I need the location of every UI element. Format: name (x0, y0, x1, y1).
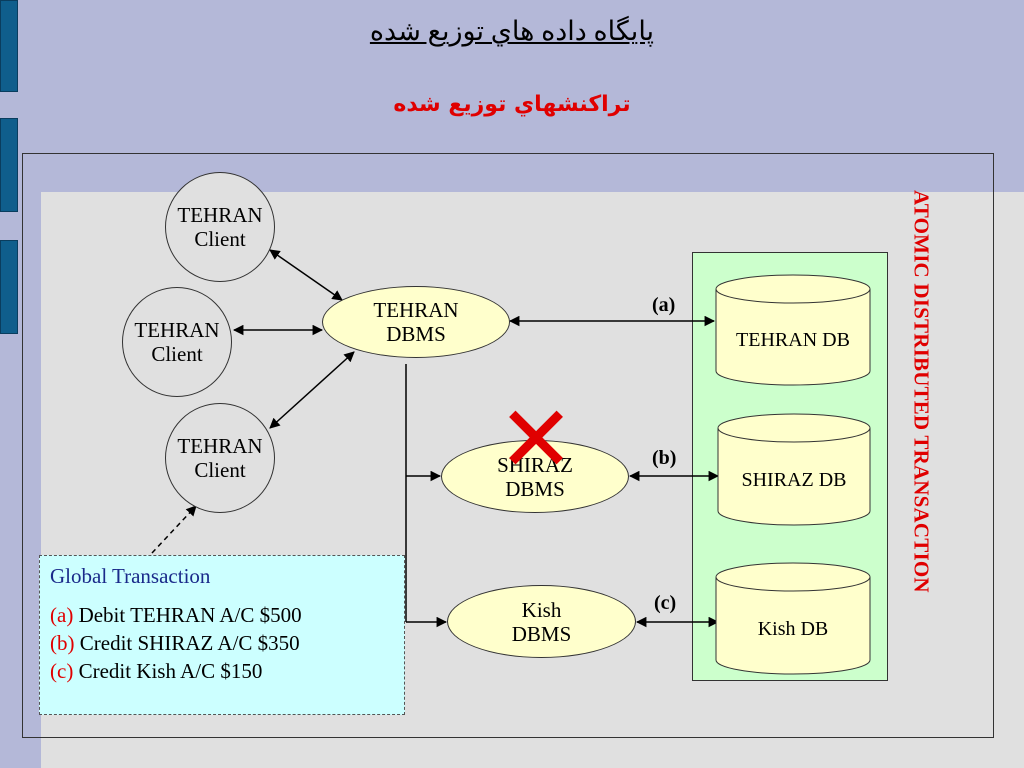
cylinder-tehran-db (715, 274, 871, 386)
tehran-client-2: TEHRAN Client (122, 287, 232, 397)
transaction-key: (b) (50, 631, 75, 655)
transaction-key: (c) (50, 659, 74, 683)
client-label-line2: Client (194, 458, 246, 482)
shiraz-db-label: SHIRAZ DB (741, 469, 847, 491)
edge-client3-dbms (269, 351, 355, 429)
dbms-label-line2: DBMS (386, 322, 446, 346)
client-label-line2: Client (194, 227, 246, 251)
client-label-line1: TEHRAN (177, 203, 263, 227)
kish-dbms: Kish DBMS (447, 585, 636, 658)
diagram-frame (22, 153, 994, 738)
sidebar-block-3 (0, 240, 18, 334)
tehran-dbms: TEHRAN DBMS (322, 286, 510, 358)
transaction-text: Credit Kish A/C $150 (73, 659, 263, 683)
tehran-client-1: TEHRAN Client (165, 172, 275, 282)
transaction-key: (a) (50, 603, 74, 627)
edge-client1-dbms (269, 249, 343, 301)
transaction-item: (b) Credit SHIRAZ A/C $350 (50, 629, 394, 657)
shiraz-dbms: SHIRAZ DBMS (441, 440, 629, 513)
transaction-text: Credit SHIRAZ A/C $350 (74, 631, 300, 655)
slide-title: پايگاه داده هاي توزيع شده (369, 16, 655, 46)
atomic-transaction-label: ATOMIC DISTRIBUTED TRANSACTION (909, 190, 934, 593)
transaction-text: Debit TEHRAN A/C $500 (73, 603, 302, 627)
client-label-line2: Client (151, 342, 203, 366)
cylinder-kish-db (715, 562, 871, 675)
sidebar-block-2 (0, 118, 18, 212)
client-label-line1: TEHRAN (177, 434, 263, 458)
tehran-client-3: TEHRAN Client (165, 403, 275, 513)
transaction-item: (c) Credit Kish A/C $150 (50, 657, 394, 685)
red-x-icon: ✕ (497, 386, 575, 493)
cylinder-shiraz-db (717, 413, 871, 526)
client-label-line1: TEHRAN (134, 318, 220, 342)
transaction-item: (a) Debit TEHRAN A/C $500 (50, 601, 394, 629)
kish-db-label: Kish DB (757, 618, 829, 640)
global-transaction-box: Global Transaction (a) Debit TEHRAN A/C … (39, 555, 405, 715)
tehran-db-label: TEHRAN DB (736, 329, 850, 351)
slide-subtitle: تراکنشهاي توزيع شده (393, 92, 631, 117)
edge-label-a: (a) (652, 294, 676, 316)
edge-label-b: (b) (652, 447, 677, 469)
sidebar-block-1 (0, 0, 18, 92)
transaction-title: Global Transaction (50, 564, 211, 588)
dbms-label-line2: DBMS (511, 621, 572, 646)
dbms-label-line2: DBMS (505, 476, 565, 501)
dbms-label-line1: Kish (521, 597, 562, 622)
dbms-label-line1: SHIRAZ (497, 452, 573, 477)
edge-txn-client3 (151, 505, 197, 554)
dbms-label-line1: TEHRAN (373, 298, 459, 322)
edge-label-c: (c) (654, 592, 677, 614)
